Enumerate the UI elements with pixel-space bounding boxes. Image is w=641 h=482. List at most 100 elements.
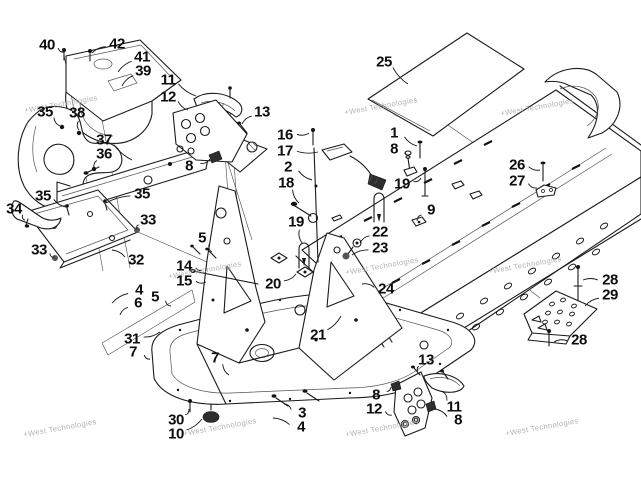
leader-line — [404, 151, 407, 155]
part-number-label: 8 — [454, 411, 462, 429]
part-number-label: 25 — [376, 53, 392, 71]
leader-line — [292, 189, 300, 204]
leader-line — [49, 253, 55, 258]
part-number-label: 35 — [37, 103, 53, 121]
part-number-label: 5 — [198, 229, 206, 247]
bulkhead-right-plate — [298, 232, 403, 381]
leader-line — [76, 120, 80, 131]
part-number-label: 4 — [135, 281, 143, 299]
part-number-label: 33 — [31, 241, 47, 259]
leader-line — [283, 403, 292, 410]
leader-line — [185, 408, 190, 416]
leader-line — [528, 166, 541, 171]
leader-line — [111, 293, 129, 304]
leader-line — [527, 183, 538, 189]
part-number-label: 22 — [372, 223, 388, 241]
leader-line — [178, 83, 197, 97]
part-number-label: 21 — [310, 326, 326, 344]
part-number-label: 24 — [378, 280, 394, 298]
leader-line — [121, 75, 134, 87]
part-number-label: 19 — [288, 213, 304, 231]
part-number-label: 15 — [176, 272, 192, 290]
leader-line — [136, 224, 139, 230]
part-number-label: 1 — [390, 124, 398, 142]
leader-line — [413, 177, 422, 183]
part-number-label: 31 — [124, 330, 140, 348]
part-number-label: 5 — [151, 288, 159, 306]
leader-line — [222, 364, 230, 376]
bulkhead-left-plate — [196, 185, 393, 405]
leader-line — [296, 132, 310, 136]
part-number-label: 12 — [366, 400, 382, 418]
leader-line — [392, 67, 409, 85]
leader-line — [351, 249, 369, 256]
leader-line — [143, 354, 151, 360]
part-number-label: 11 — [446, 398, 462, 416]
part-number-label: 41 — [134, 48, 150, 66]
part-number-label: 8 — [185, 157, 193, 175]
part-number-label: 6 — [134, 294, 142, 312]
part-number-label: 28 — [571, 331, 587, 349]
part-number-label: 26 — [509, 156, 525, 174]
footrest-bracket-lower — [390, 365, 465, 437]
part-number-label: 11 — [160, 71, 176, 89]
leader-line — [434, 408, 448, 417]
part-number-label: 16 — [277, 126, 293, 144]
part-number-label: 29 — [602, 286, 618, 304]
leader-line — [53, 199, 67, 208]
leader-line — [361, 283, 375, 288]
part-number-label: 4 — [297, 418, 305, 436]
part-number-label: 7 — [129, 343, 137, 361]
tunnel-mat — [367, 32, 525, 137]
part-number-label: 19 — [394, 175, 410, 193]
part-number-label: 18 — [278, 174, 294, 192]
part-number-label: 3 — [298, 404, 306, 422]
footrest-bracket-upper — [172, 86, 268, 173]
leader-line — [359, 235, 370, 244]
part-number-label: 9 — [427, 201, 435, 219]
leader-line — [208, 244, 213, 253]
leader-line — [416, 214, 422, 222]
leader-line — [91, 46, 106, 54]
part-number-label: 42 — [109, 35, 125, 53]
center-hardware — [190, 128, 429, 285]
lower-plate — [25, 189, 140, 269]
leader-line — [416, 366, 420, 372]
leader-line — [186, 418, 203, 431]
rear-rail-bracket — [535, 161, 557, 198]
heat-shield — [62, 39, 182, 144]
leader-line — [53, 117, 61, 127]
leader-line — [272, 417, 290, 425]
leader-line — [442, 391, 448, 401]
rear-bracket — [523, 265, 598, 347]
leader-line — [384, 411, 393, 416]
part-number-label: 33 — [140, 211, 156, 229]
part-number-label: 13 — [254, 103, 270, 121]
leader-line — [298, 170, 313, 181]
front-bumper — [11, 200, 62, 230]
part-number-label: 10 — [168, 425, 184, 443]
part-number-label: 40 — [39, 36, 55, 54]
leader-line — [195, 280, 207, 284]
part-number-label: 23 — [372, 239, 388, 257]
steering-support-bracket — [17, 106, 123, 211]
part-number-label: 14 — [176, 257, 192, 275]
leader-line — [165, 300, 172, 307]
leader-line — [117, 60, 132, 73]
leader-line — [21, 214, 26, 221]
part-number-label: 7 — [211, 349, 219, 367]
leader-line — [195, 267, 203, 271]
part-number-label: 27 — [509, 172, 525, 190]
leader-line — [553, 339, 568, 343]
leader-line — [105, 195, 131, 204]
leader-line — [283, 273, 297, 282]
part-number-label: 12 — [160, 88, 176, 106]
leader-line — [582, 278, 599, 281]
leader-line — [327, 315, 342, 331]
leader-line — [296, 150, 319, 154]
part-number-label: 13 — [418, 351, 434, 369]
part-number-label: 8 — [372, 386, 380, 404]
leader-line — [200, 158, 211, 164]
